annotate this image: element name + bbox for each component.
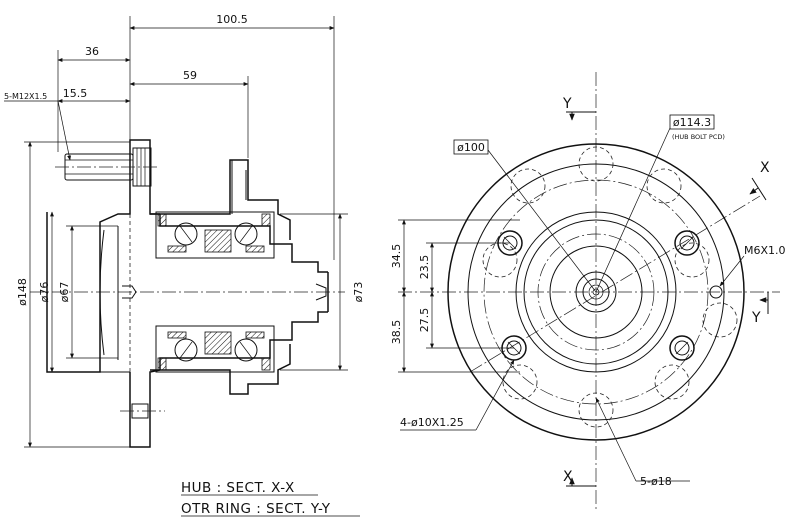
mount-holes	[497, 230, 700, 361]
section-marker-y-right: Y	[751, 292, 769, 326]
hub-flange	[46, 139, 160, 373]
outer-flange-circle	[447, 143, 745, 441]
front-view: ø100 ø114.3 (HUB BOLT PCD) M6X1.0 4-ø10X…	[390, 72, 786, 512]
dim-flange-to-face: 36	[85, 45, 99, 58]
callout-hub-bolt-pcd: ø114.3	[673, 116, 711, 129]
captions: HUB : SECT. X-X OTR RING : SECT. Y-Y	[181, 480, 360, 517]
dim-outer-dia: ø73	[352, 282, 365, 303]
hub-flange-lower	[129, 369, 161, 448]
upper-bearing	[155, 211, 275, 259]
dim-lower-inner: 27.5	[418, 308, 431, 333]
svg-text:Y: Y	[562, 96, 572, 112]
dim-pilot-dia: ø76	[38, 282, 51, 303]
dim-lower-offset: 38.5	[390, 320, 403, 345]
hub-spindle-upper	[159, 214, 328, 273]
side-view: 100.5 36 59 15.5 5-M12X1.5 ø148 ø76 ø67 …	[4, 13, 365, 448]
stud-thread-callout: 5-M12X1.5	[4, 92, 47, 101]
outer-ring-lower	[150, 344, 291, 395]
callout-tap: M6X1.0	[744, 244, 786, 257]
pcd-circle	[483, 179, 709, 405]
dim-upper-offset: 34.5	[390, 244, 403, 269]
svg-text:X: X	[563, 469, 573, 485]
dim-stud-length: 15.5	[63, 87, 88, 100]
svg-text:X: X	[760, 160, 770, 176]
callout-mount-holes: 4-ø10X1.25	[400, 416, 464, 429]
svg-text:Y: Y	[751, 310, 761, 326]
caption-outer-ring: OTR RING : SECT. Y-Y	[181, 501, 331, 517]
dim-flange-to-bearing: 59	[183, 69, 197, 82]
caption-hub: HUB : SECT. X-X	[181, 480, 295, 496]
callout-bore-dia: ø100	[457, 141, 485, 154]
wheel-stud	[55, 147, 160, 187]
section-marker-x-top: X	[749, 160, 770, 201]
callout-hub-bolt-pcd-note: (HUB BOLT PCD)	[672, 133, 725, 141]
tap-hole	[709, 285, 723, 299]
lower-bearing	[155, 325, 275, 373]
dim-flange-dia: ø148	[16, 278, 29, 306]
dim-overall-length: 100.5	[216, 13, 248, 26]
section-marker-y-top: Y	[562, 96, 596, 121]
dim-bore-dia: ø67	[58, 282, 71, 303]
section-marker-x-bottom: X	[563, 469, 596, 487]
hub-spindle-lower	[159, 311, 328, 370]
dim-upper-inner: 23.5	[418, 255, 431, 280]
callout-wheel-holes: 5-ø18	[640, 475, 672, 488]
outer-ring-upper	[150, 159, 291, 240]
